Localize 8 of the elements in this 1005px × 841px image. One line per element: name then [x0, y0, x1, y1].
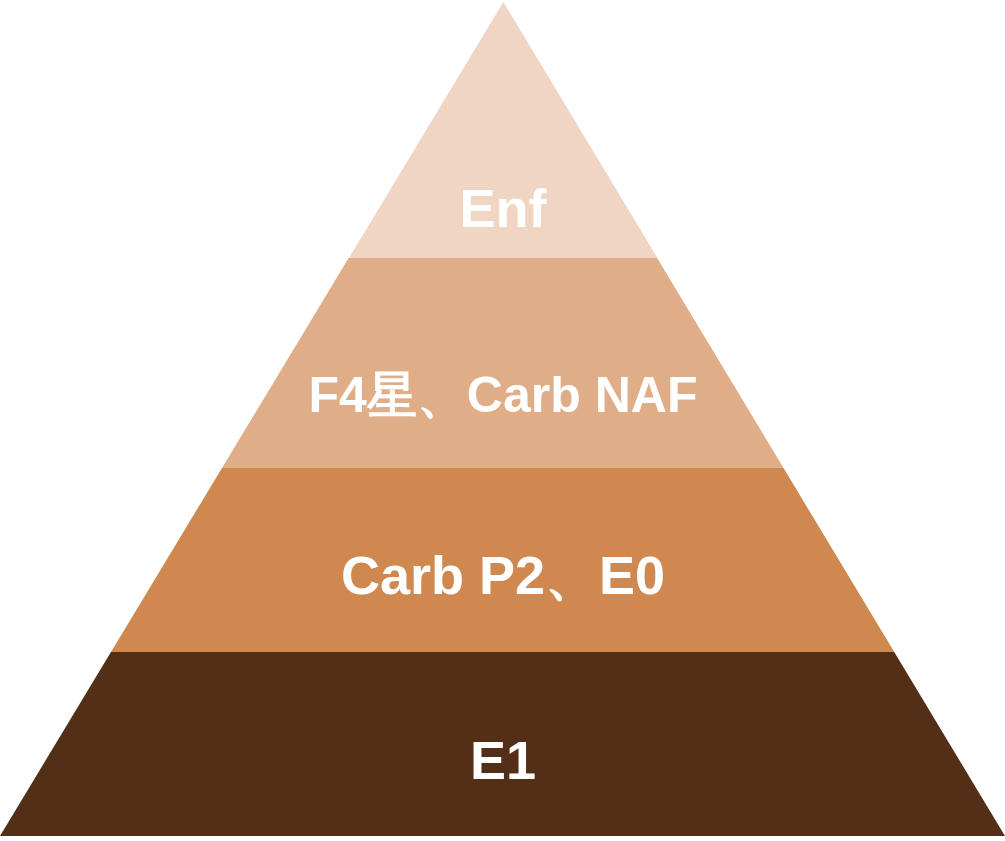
tier-label: F4星、Carb NAF [308, 370, 698, 420]
pyramid-tier [221, 258, 784, 468]
tier-label: E1 [469, 733, 537, 787]
tier-label: Enf [459, 181, 547, 235]
pyramid-tier [110, 468, 895, 652]
pyramid-tier [348, 2, 658, 258]
tier-label: Carb P2、E0 [340, 548, 666, 602]
pyramid-tier [0, 652, 1005, 836]
